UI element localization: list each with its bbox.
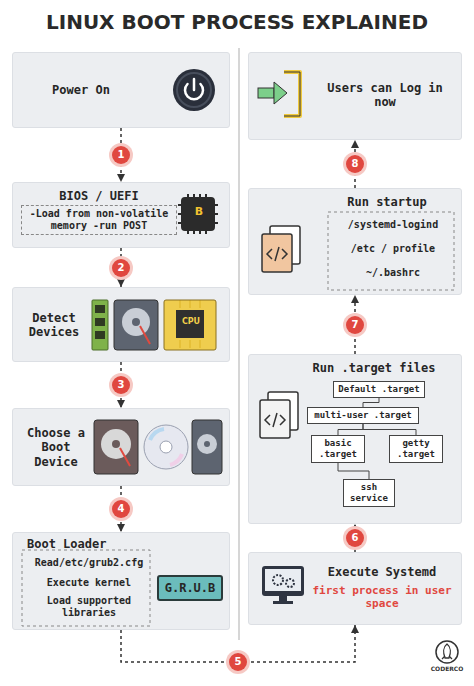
tree-line: [363, 424, 416, 435]
grub-badge: G.R.U.B: [157, 575, 223, 601]
text-slot: G.R.U.B: [159, 581, 221, 595]
logo-icon: [436, 641, 458, 663]
node-label: BIOS / UEFI: [21, 189, 177, 203]
callout-slot: 1: [112, 146, 130, 164]
text-slot: -Load from non-volatile memory -run POST: [21, 205, 177, 235]
label-slot: CPU: [177, 318, 205, 327]
text-slot: Detect Devices: [19, 311, 89, 340]
node-detail: ~/.bashrc: [333, 267, 453, 279]
login-icon: [258, 72, 300, 116]
node-detail: Execute kernel: [29, 577, 149, 589]
node-detail: Load supported libraries: [29, 595, 149, 619]
node-detail: first process in user space: [307, 584, 457, 610]
process-box: Boot LoaderRead/etc/grub2.cfgExecute ker…: [12, 532, 230, 630]
text-slot: Execute kernel: [29, 577, 149, 589]
bios-chip: [178, 194, 218, 234]
node-label: Choose a Boot Device: [19, 426, 93, 469]
text-slot: getty .target: [390, 438, 442, 460]
node-label: Boot Loader: [27, 537, 157, 551]
icon-label: CPU: [177, 318, 205, 327]
text-slot: Choose a Boot Device: [19, 426, 93, 469]
callout-number: 5: [229, 653, 247, 671]
node-label: Detect Devices: [19, 311, 89, 340]
monitor-icon: [262, 566, 304, 604]
diagram-title: LINUX BOOT PROCESS EXPLAINED: [0, 10, 474, 34]
node-label: getty .target: [390, 438, 442, 460]
devices-icons: [92, 300, 216, 350]
callout-number: 4: [112, 500, 130, 518]
text-slot: Boot Loader: [27, 537, 157, 551]
title-area: LINUX BOOT PROCESS EXPLAINED: [0, 10, 474, 34]
label-slot: CODERCO: [421, 666, 473, 673]
text-slot: /etc / profile: [333, 243, 453, 255]
text-slot: multi-user .target: [308, 410, 418, 421]
callout-number: 6: [346, 529, 364, 547]
text-slot: Run .target files: [289, 361, 459, 375]
tree-line: [363, 398, 379, 407]
callout-number: 8: [346, 155, 364, 173]
text-slot: ssh service: [344, 482, 394, 504]
text-slot: Power On: [21, 83, 141, 97]
node-detail: /systemd-logind: [333, 219, 453, 231]
callout-slot: 2: [112, 259, 130, 277]
label-slot: B: [185, 206, 213, 218]
callout-number: 3: [112, 376, 130, 394]
boot-device-icons: [94, 420, 222, 474]
text-slot: Execute Systemd: [307, 565, 457, 579]
node-label: ssh service: [344, 482, 394, 504]
node-label: Run startup: [319, 195, 455, 209]
callout-slot: 7: [346, 316, 364, 334]
text-slot: basic .target: [312, 438, 364, 460]
tree-line: [338, 463, 369, 479]
callout-slot: 4: [112, 500, 130, 518]
node-label: multi-user .target: [308, 410, 418, 421]
node-detail: Read/etc/grub2.cfg: [29, 557, 149, 569]
callout-number: 7: [346, 316, 364, 334]
text-slot: Load supported libraries: [29, 595, 149, 619]
callout-slot: 3: [112, 376, 130, 394]
node-label: Power On: [21, 83, 141, 97]
callout-number: 1: [112, 146, 130, 164]
callout-slot: 5: [229, 653, 247, 671]
text-slot: Run startup: [319, 195, 455, 209]
node-label: G.R.U.B: [159, 581, 221, 595]
config-icon: [260, 392, 298, 438]
node-label: Execute Systemd: [307, 565, 457, 579]
node-label: Users can Log in now: [315, 81, 455, 110]
callout-number: 2: [112, 259, 130, 277]
power-icon: [173, 69, 215, 111]
icon-label: CODERCO: [421, 666, 473, 673]
tree-line: [338, 424, 363, 435]
target-box: multi-user .target: [307, 407, 419, 424]
text-slot: ~/.bashrc: [333, 267, 453, 279]
icon-label: B: [185, 206, 213, 218]
target-box: ssh service: [343, 479, 395, 507]
callout-slot: 6: [346, 529, 364, 547]
script-icon: [262, 226, 300, 272]
node-label: Run .target files: [289, 361, 459, 375]
target-box: basic .target: [311, 435, 365, 463]
text-slot: /systemd-logind: [333, 219, 453, 231]
text-slot: Read/etc/grub2.cfg: [29, 557, 149, 569]
node-label: Default .target: [334, 384, 424, 395]
node-detail: -Load from non-volatile memory -run POST: [21, 205, 177, 235]
callout-slot: 8: [346, 155, 364, 173]
text-slot: first process in user space: [307, 584, 457, 610]
text-slot: BIOS / UEFI: [21, 189, 177, 203]
node-label: basic .target: [312, 438, 364, 460]
text-slot: Default .target: [334, 384, 424, 395]
text-slot: Users can Log in now: [315, 81, 455, 110]
target-box: getty .target: [389, 435, 443, 463]
target-box: Default .target: [333, 381, 425, 398]
process-box: Run .target filesDefault .target multi-us…: [248, 354, 462, 524]
node-detail: /etc / profile: [333, 243, 453, 255]
